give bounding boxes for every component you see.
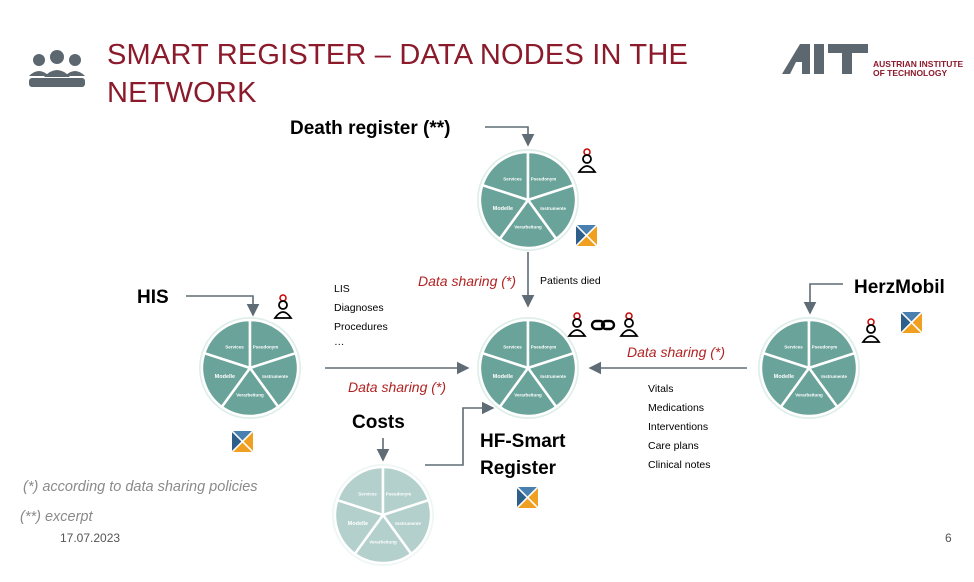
- wheel-segment-label: Services: [503, 177, 522, 182]
- wheel-segment: [380, 498, 433, 556]
- wheel-segment-label: Verarbeitung: [369, 539, 397, 544]
- wheel-segment: [247, 351, 300, 409]
- wheel-segment-label: Instrumente: [821, 374, 847, 379]
- wheel-death-register: Services PseudonymInstrumenteVerarbeitung…: [477, 149, 579, 251]
- wheel-segment-label: Instrumente: [262, 374, 288, 379]
- badge-hf-register: [517, 487, 538, 508]
- wheel-segment: [333, 498, 386, 556]
- wheel-segment: [759, 351, 812, 409]
- person-icon-his: [273, 294, 293, 319]
- wheel-segment: [478, 183, 531, 241]
- costs-to-hf-arrow: [425, 401, 495, 466]
- wheel-segment: [200, 351, 253, 409]
- list-item: LIS: [334, 283, 350, 295]
- wheel-segment-label: Instrumente: [540, 374, 566, 379]
- badge-his: [232, 431, 253, 452]
- person-icon-death: [577, 148, 597, 173]
- badge-death: [576, 225, 597, 246]
- wheel-segment: [478, 351, 531, 409]
- wheel-costs: Services PseudonymInstrumenteVerarbeitung…: [332, 464, 434, 566]
- list-item: …: [334, 336, 345, 348]
- wheel-segment-label: Modelle: [774, 374, 794, 380]
- wheel-segment-label: Pseudonym: [253, 345, 279, 350]
- wheel-segment: [525, 351, 578, 409]
- wheel-hf-register: Services PseudonymInstrumenteVerarbeitung…: [477, 317, 579, 419]
- wheel-segment-label: Pseudonym: [531, 177, 557, 182]
- his-data-sharing-label: Data sharing (*): [348, 379, 447, 395]
- wheel-herzmobil: Services PseudonymInstrumenteVerarbeitung…: [758, 317, 860, 419]
- his-items-list: LIS Diagnoses Procedures …: [334, 280, 388, 347]
- wheel-segment: [779, 365, 839, 418]
- ait-logo: [782, 44, 868, 74]
- wheel-segment-label: Services: [358, 492, 377, 497]
- wheel-segment-label: Instrumente: [395, 521, 421, 526]
- wheel-segment-label: Modelle: [493, 206, 513, 212]
- wheel-segment-label: Verarbeitung: [236, 392, 264, 397]
- wheel-segment-label: Instrumente: [540, 206, 566, 211]
- wheel-segment-label: Services: [784, 345, 803, 350]
- wheel-segment-label: Verarbeitung: [514, 224, 542, 229]
- linked-persons-icon: [567, 312, 639, 337]
- sharing-policy-note: (*) according to data sharing policies: [23, 479, 258, 495]
- wheel-segment-label: Modelle: [215, 374, 235, 380]
- footer-date: 17.07.2023: [60, 531, 121, 545]
- death-data-sharing-label: Data sharing (*): [418, 273, 517, 289]
- list-item: Vitals: [648, 383, 674, 395]
- wheel-segment-label: Verarbeitung: [795, 392, 823, 397]
- his-label: HIS: [137, 287, 169, 308]
- person-icon-herzmobil: [861, 318, 881, 343]
- wheel-segment-label: Pseudonym: [531, 345, 557, 350]
- list-item: Procedures: [334, 321, 388, 333]
- list-item: Clinical notes: [648, 459, 711, 471]
- death-register-label: Death register (**): [290, 118, 451, 139]
- costs-label: Costs: [352, 412, 405, 433]
- wheel-segment-label: Pseudonym: [812, 345, 838, 350]
- his-label-arrow: [186, 295, 260, 317]
- list-item: Care plans: [648, 440, 699, 452]
- herz-data-sharing-label: Data sharing (*): [627, 344, 726, 360]
- wheel-segment-label: Services: [225, 345, 244, 350]
- wheel-segment: [525, 183, 578, 241]
- wheel-segment-label: Verarbeitung: [514, 392, 542, 397]
- excerpt-note: (**) excerpt: [20, 509, 93, 525]
- herz-items-list: Vitals Medications Interventions Care pl…: [648, 380, 710, 475]
- list-item: Medications: [648, 402, 705, 414]
- list-item: Interventions: [648, 421, 709, 433]
- wheel-segment: [806, 351, 859, 409]
- wheel-segment: [353, 512, 413, 565]
- page-number: 6: [945, 531, 952, 545]
- death-label-arrow: [485, 126, 535, 147]
- herz-label-arrow: [803, 283, 843, 315]
- wheel-segment: [220, 365, 280, 418]
- death-items-label: Patients died: [540, 275, 601, 287]
- group-people-icon: [29, 50, 85, 87]
- wheel-segment-label: Services: [503, 345, 522, 350]
- hf-register-label: HF-Smart Register: [480, 431, 566, 479]
- herzmobil-label: HerzMobil: [854, 277, 945, 298]
- wheel-segment: [498, 197, 558, 250]
- badge-herzmobil: [901, 312, 922, 333]
- page-title: SMART REGISTER – DATA NODES IN THE NETWO…: [107, 39, 689, 109]
- list-item: Diagnoses: [334, 302, 384, 314]
- wheel-segment-label: Pseudonym: [386, 492, 412, 497]
- wheel-segment-label: Modelle: [348, 521, 368, 527]
- wheel-his: Services PseudonymInstrumenteVerarbeitung…: [199, 317, 301, 419]
- wheel-segment-label: Modelle: [493, 374, 513, 380]
- logo-subtitle: AUSTRIAN INSTITUTE OF TECHNOLOGY: [873, 59, 964, 78]
- wheel-segment: [498, 365, 558, 418]
